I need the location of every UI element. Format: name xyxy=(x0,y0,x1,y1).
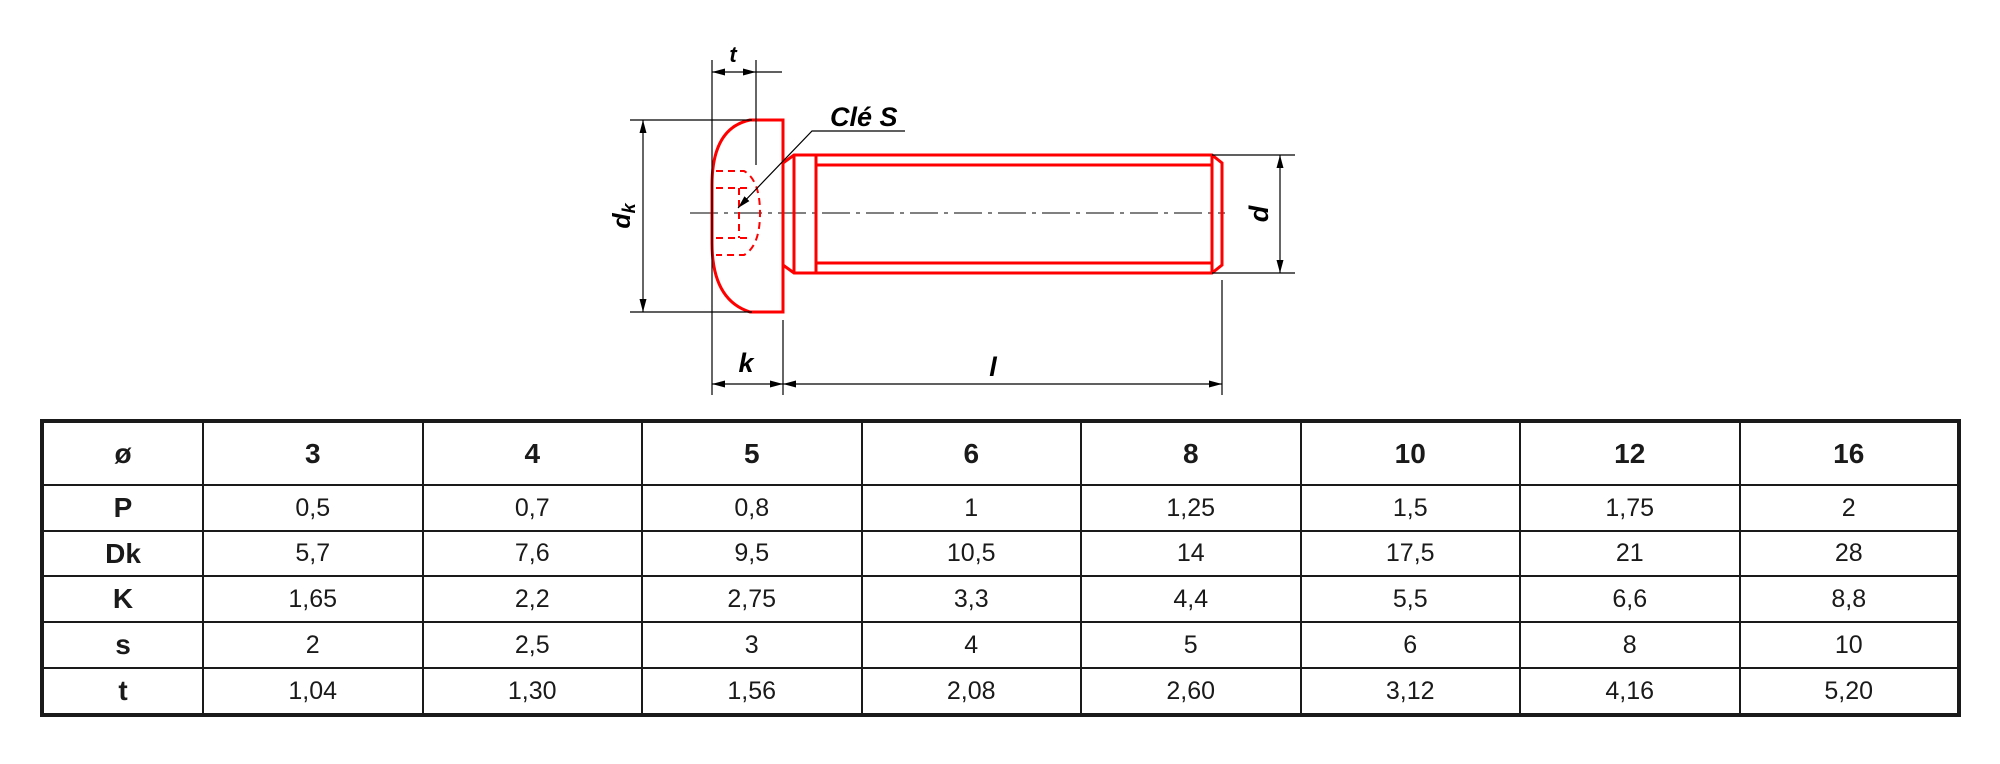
table-cell: 3 xyxy=(641,621,863,669)
table-cell: 1,25 xyxy=(1080,484,1302,532)
size-header: 12 xyxy=(1519,420,1741,486)
extension-lines xyxy=(630,60,1295,395)
table-cell: 4,16 xyxy=(1519,667,1741,716)
table-row-head-diameter: Dk 5,7 7,6 9,5 10,5 14 17,5 21 28 xyxy=(41,530,1960,577)
table-cell: 8 xyxy=(1519,621,1741,669)
table-cell: 6,6 xyxy=(1519,575,1741,623)
hex-socket-hidden-lines xyxy=(716,170,762,256)
table-cell: 2,75 xyxy=(641,575,863,623)
table-cell: 1,65 xyxy=(202,575,424,623)
size-header: 6 xyxy=(860,420,1082,486)
table-cell: 1 xyxy=(860,484,1082,532)
row-label: P xyxy=(41,484,204,532)
table-cell: 7,6 xyxy=(421,530,643,577)
table-cell: 28 xyxy=(1738,530,1960,577)
table-cell: 1,56 xyxy=(641,667,863,716)
size-header: 16 xyxy=(1738,420,1960,486)
size-header: 8 xyxy=(1080,420,1302,486)
table-cell: 9,5 xyxy=(641,530,863,577)
table-cell: 1,75 xyxy=(1519,484,1741,532)
table-cell: 2 xyxy=(202,621,424,669)
k-label: k xyxy=(738,348,755,378)
bolt-technical-drawing: t Clé S dk d k l xyxy=(608,42,1295,395)
table-cell: 2 xyxy=(1738,484,1960,532)
dimensions-table: ø 3 4 5 6 8 10 12 16 P 0,5 0,7 0,8 1 1,2… xyxy=(40,419,1961,717)
table-cell: 2,2 xyxy=(421,575,643,623)
key-leader-line xyxy=(737,130,905,209)
table-cell: 8,8 xyxy=(1738,575,1960,623)
table-cell: 3,12 xyxy=(1299,667,1521,716)
size-header: 10 xyxy=(1299,420,1521,486)
table-cell: 1,5 xyxy=(1299,484,1521,532)
row-label: Dk xyxy=(41,530,204,577)
table-cell: 0,8 xyxy=(641,484,863,532)
table-cell: 21 xyxy=(1519,530,1741,577)
table-cell: 4 xyxy=(860,621,1082,669)
table-row-head-height: K 1,65 2,2 2,75 3,3 4,4 5,5 6,6 8,8 xyxy=(41,575,1960,623)
d-label: d xyxy=(1244,205,1274,222)
table-cell: 5,7 xyxy=(202,530,424,577)
table-cell: 10,5 xyxy=(860,530,1082,577)
table-cell: 1,04 xyxy=(202,667,424,716)
table-cell: 14 xyxy=(1080,530,1302,577)
dk-label: dk xyxy=(608,202,639,228)
table-cell: 10 xyxy=(1738,621,1960,669)
table-cell: 0,5 xyxy=(202,484,424,532)
size-header: 3 xyxy=(202,420,424,486)
row-label: K xyxy=(41,575,204,623)
header-row: ø 3 4 5 6 8 10 12 16 xyxy=(41,420,1960,486)
table-row-key-size: s 2 2,5 3 4 5 6 8 10 xyxy=(41,621,1960,669)
table-cell: 1,30 xyxy=(421,667,643,716)
screw-shank xyxy=(782,153,1224,275)
table-cell: 0,7 xyxy=(421,484,643,532)
table-cell: 2,08 xyxy=(860,667,1082,716)
table-row-socket-depth: t 1,04 1,30 1,56 2,08 2,60 3,12 4,16 5,2… xyxy=(41,667,1960,716)
table-cell: 5 xyxy=(1080,621,1302,669)
table-cell: 3,3 xyxy=(860,575,1082,623)
row-label: s xyxy=(41,621,204,669)
table-cell: 2,60 xyxy=(1080,667,1302,716)
table-cell: 5,5 xyxy=(1299,575,1521,623)
t-label: t xyxy=(729,42,738,67)
key-label: Clé S xyxy=(830,102,898,132)
table-cell: 2,5 xyxy=(421,621,643,669)
table-cell: 5,20 xyxy=(1738,667,1960,716)
l-label: l xyxy=(989,352,997,382)
table-cell: 6 xyxy=(1299,621,1521,669)
dimension-lines xyxy=(639,68,1284,388)
table-cell: 17,5 xyxy=(1299,530,1521,577)
table-row-pitch: P 0,5 0,7 0,8 1 1,25 1,5 1,75 2 xyxy=(41,484,1960,532)
table-cell: 4,4 xyxy=(1080,575,1302,623)
size-header: 5 xyxy=(641,420,863,486)
row-label: t xyxy=(41,667,204,716)
diameter-header: ø xyxy=(41,420,204,486)
screw-head xyxy=(710,118,785,314)
size-header: 4 xyxy=(421,420,643,486)
